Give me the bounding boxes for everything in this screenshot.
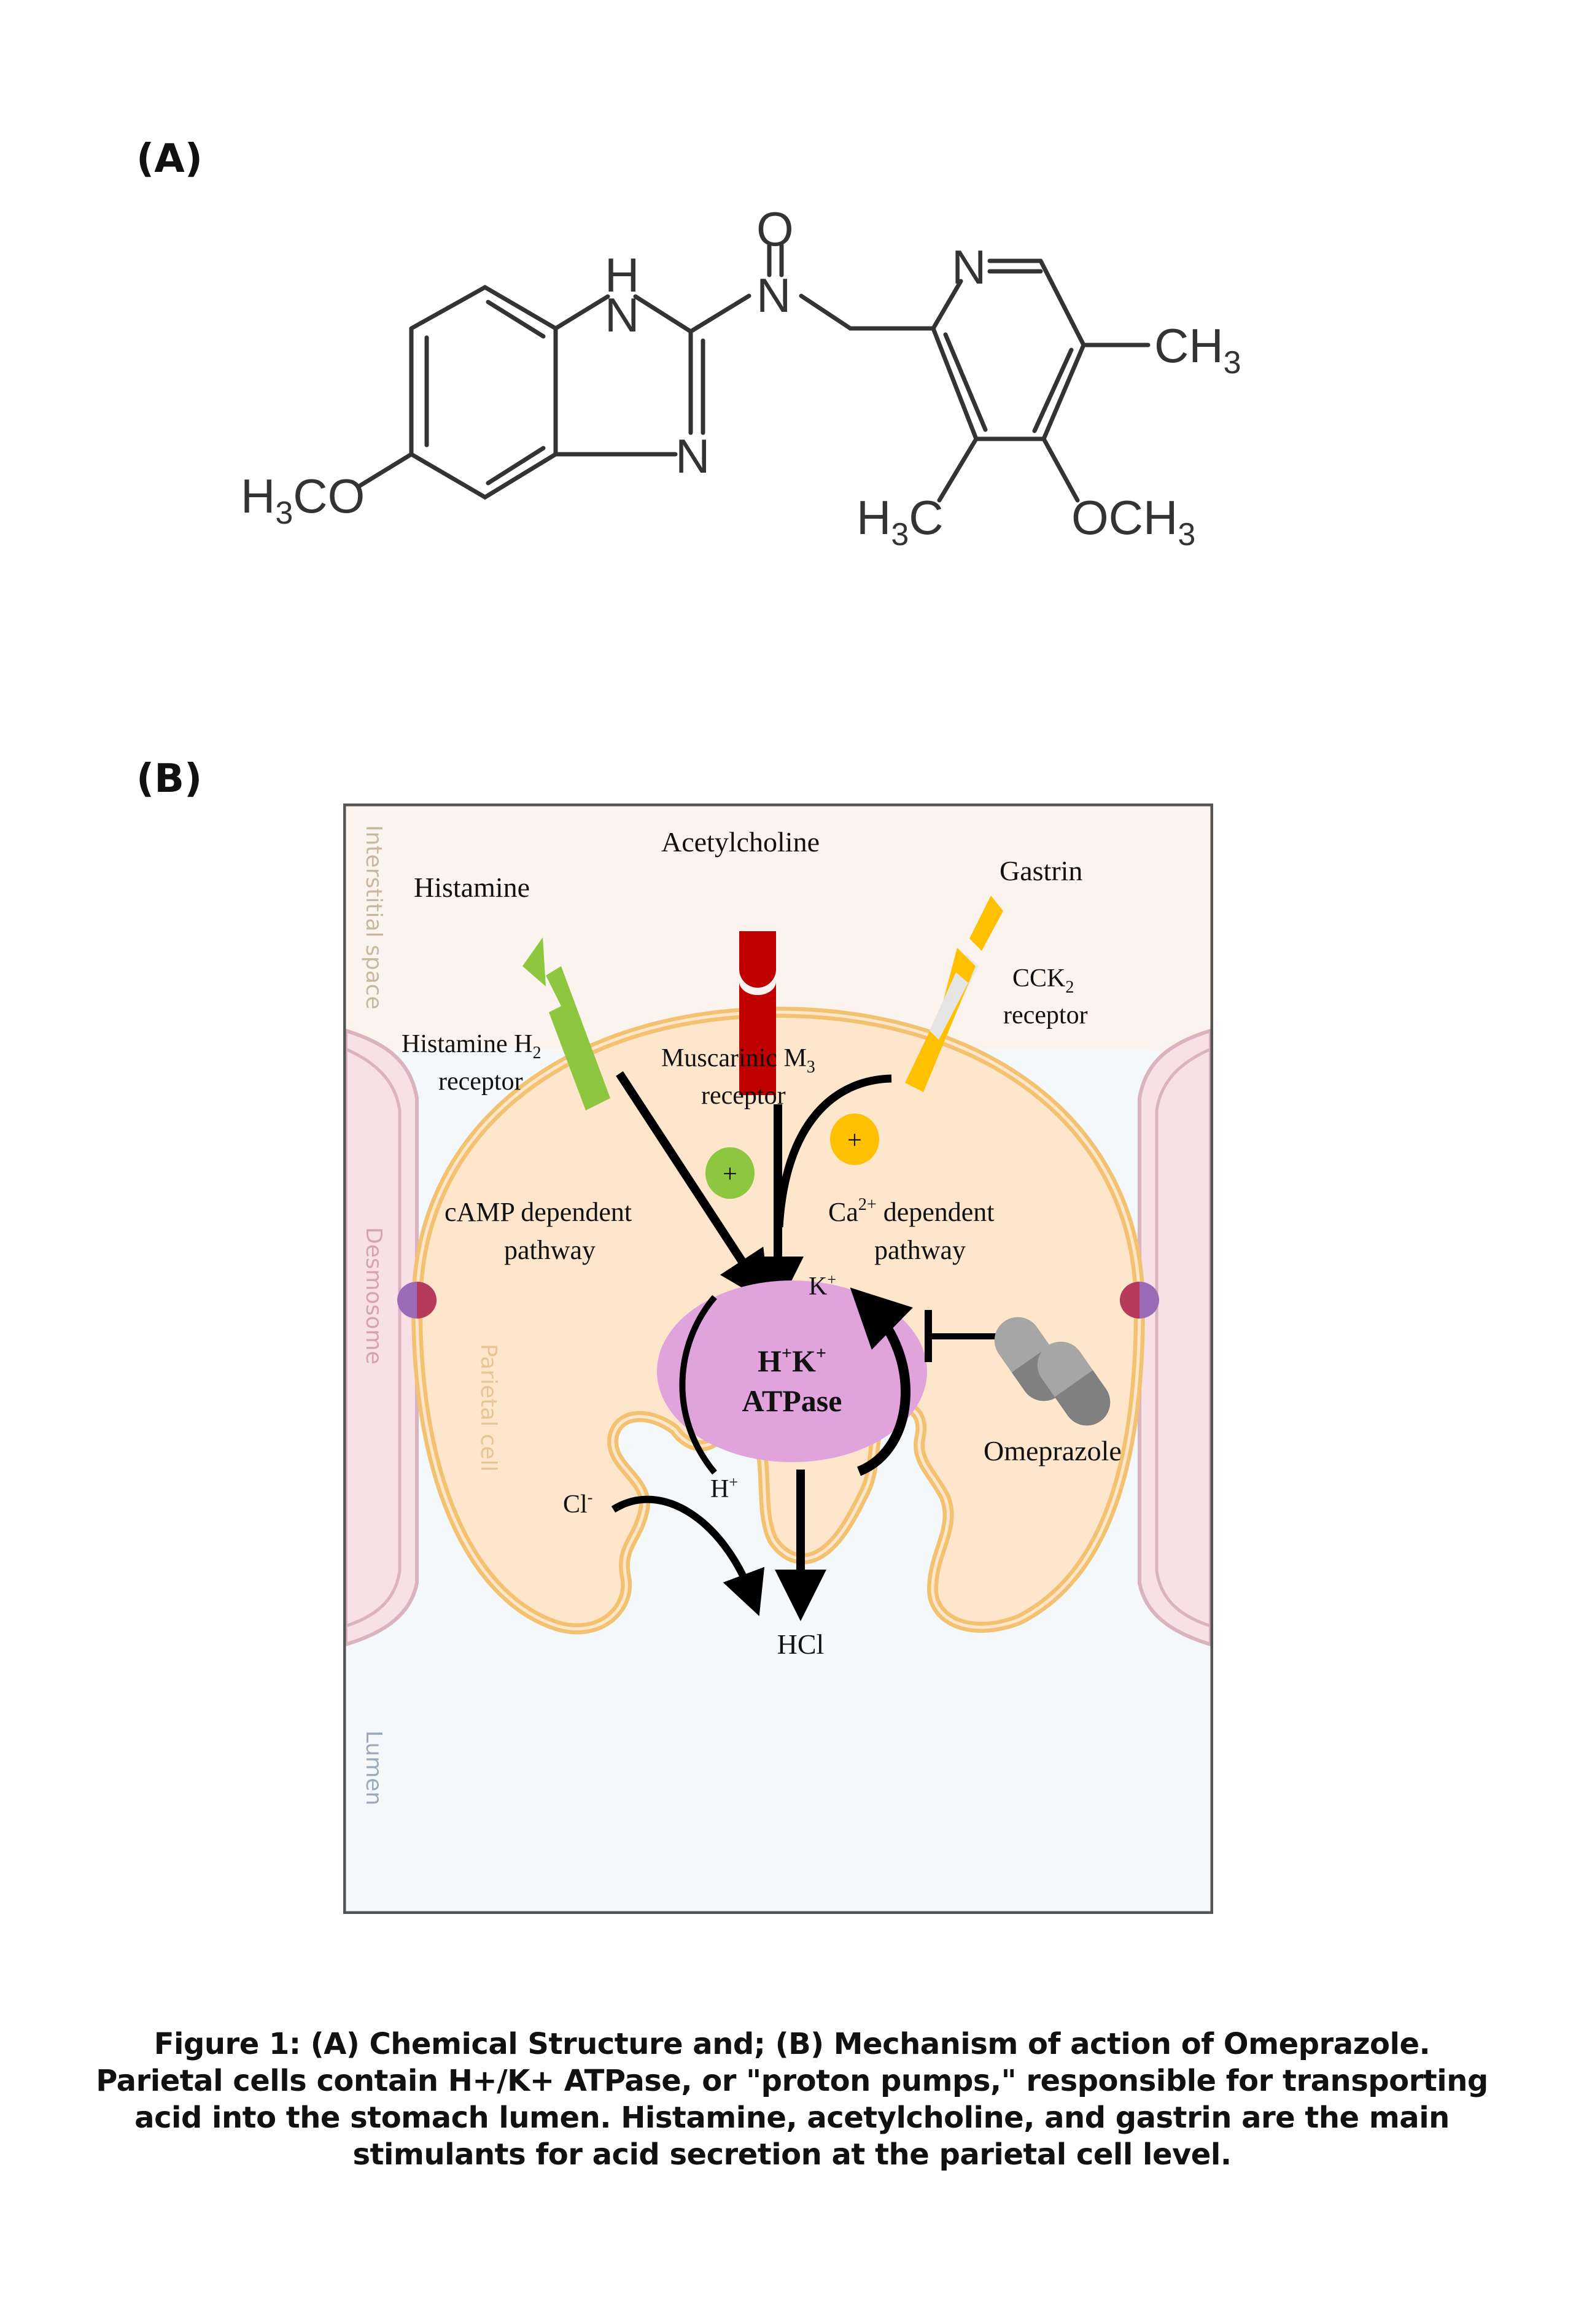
figure-caption: Figure 1: (A) Chemical Structure and; (B… [96, 2027, 1488, 2172]
cck2-to-pump-curve [775, 1074, 892, 1228]
cck2-receptor-label-line2: receptor [1003, 1001, 1088, 1029]
h2-receptor-label-line2: receptor [438, 1067, 523, 1096]
proton-pump-label-line2: ATPase [742, 1384, 842, 1418]
methoxy-bond [357, 452, 414, 489]
gastrin-ligand-icon [969, 896, 1003, 951]
pyr-bond-3 [1038, 258, 1086, 347]
methyl-right-label: CH3 [1154, 319, 1241, 381]
k-ion-label: K+ [809, 1271, 836, 1301]
neighbor-cell-right [1138, 1028, 1213, 1648]
svg-text:+: + [847, 1126, 862, 1155]
atom-o: O [756, 202, 794, 256]
pyr-double-3 [943, 332, 988, 432]
h2-receptor-icon [546, 966, 610, 1110]
h2-receptor-label-line1: Histamine H2 [402, 1030, 541, 1063]
atom-h: H [605, 248, 639, 302]
methoxy-bottom-label: OCH3 [1071, 490, 1195, 552]
desmosome-junction-right [1120, 1282, 1159, 1319]
camp-pathway-label-line1: cAMP dependent [445, 1197, 632, 1227]
pyr-bond-4 [1041, 343, 1086, 441]
bond-c-n [688, 293, 751, 334]
k-ion-transport-arrow [850, 1287, 913, 1476]
benzene-ring [409, 284, 558, 500]
methoxy-bottom-bond [1041, 436, 1080, 503]
h2-to-pump-arrow [616, 1071, 770, 1304]
stimulation-badge-yellow: + [830, 1114, 879, 1165]
omeprazole-capsule-icon [994, 1317, 1111, 1426]
neighbor-cell-left-inner [345, 1047, 402, 1628]
atom-n-sulfinyl: N [756, 268, 791, 322]
panel-b-label: (B) [136, 756, 203, 802]
cck2-binding-site [930, 972, 968, 1040]
atom-n-imine: N [675, 429, 710, 483]
methyl-bottom-label: H3C [856, 490, 944, 552]
histamine-label: Histamine [414, 872, 530, 903]
structure-bonds [357, 243, 1151, 503]
m3-receptor-label-line1: Muscarinic M3 [661, 1044, 815, 1077]
cl-to-hcl-arrow [611, 1495, 765, 1616]
stimulation-badge-green: + [705, 1147, 755, 1199]
h-ion-label: H+ [710, 1473, 738, 1503]
gastrin-label: Gastrin [1000, 855, 1082, 886]
cck2-receptor-label-line1: CCK2 [1012, 964, 1074, 997]
region-label-desmosome: Desmosome [361, 1227, 386, 1365]
ca-pathway-label-line1: Ca2+ dependent [828, 1195, 995, 1227]
region-label-interstitial: Interstitial space [361, 825, 386, 1010]
atom-n-pyridine: N [952, 240, 986, 294]
benzene-double-2 [486, 300, 546, 339]
m3-receptor-icon [739, 982, 776, 1095]
cl-ion-label: Cl- [563, 1489, 592, 1519]
camp-pathway-label-line2: pathway [504, 1235, 596, 1265]
pyr-bond-1 [931, 279, 963, 331]
pyr-double-2 [1032, 347, 1074, 433]
region-label-lumen: Lumen [361, 1730, 386, 1805]
neighbor-cell-right-inner [1155, 1047, 1211, 1628]
histamine-ligand-icon [522, 937, 546, 986]
m3-receptor-label-line2: receptor [701, 1082, 786, 1110]
proton-pump-label-line1: H+K+ [758, 1343, 826, 1378]
pyr-bond-6 [931, 326, 979, 441]
methoxy-left-label: H3CO [241, 469, 365, 531]
acetylcholine-ligand-icon [739, 931, 776, 988]
desmosome-junction-left [397, 1282, 437, 1319]
svg-text:+: + [723, 1160, 737, 1188]
acetylcholine-label: Acetylcholine [661, 826, 820, 858]
benzene-double-3 [486, 446, 546, 486]
omeprazole-label: Omeprazole [984, 1435, 1122, 1466]
hcl-label: HCl [777, 1629, 825, 1660]
atom-n-nh: N [605, 288, 639, 342]
methyl-bottom-bond [937, 436, 979, 503]
panel-a-label: (A) [136, 136, 203, 182]
imidazole-bond-1 [553, 294, 610, 331]
h-ion-transport-curve [679, 1295, 717, 1475]
diagram-frame [343, 804, 1213, 1914]
imidazole-bond-2 [633, 294, 693, 334]
region-label-parietal-cell: Parietal cell [476, 1344, 501, 1472]
omeprazole-structure: H N N O N N H3CO CH3 H3C OCH3 [241, 202, 1241, 552]
bond-n-ch2 [799, 293, 853, 331]
ca-pathway-label-line2: pathway [874, 1235, 966, 1265]
mechanism-diagram: Interstitial space Desmosome Parietal ce… [343, 804, 1213, 1914]
